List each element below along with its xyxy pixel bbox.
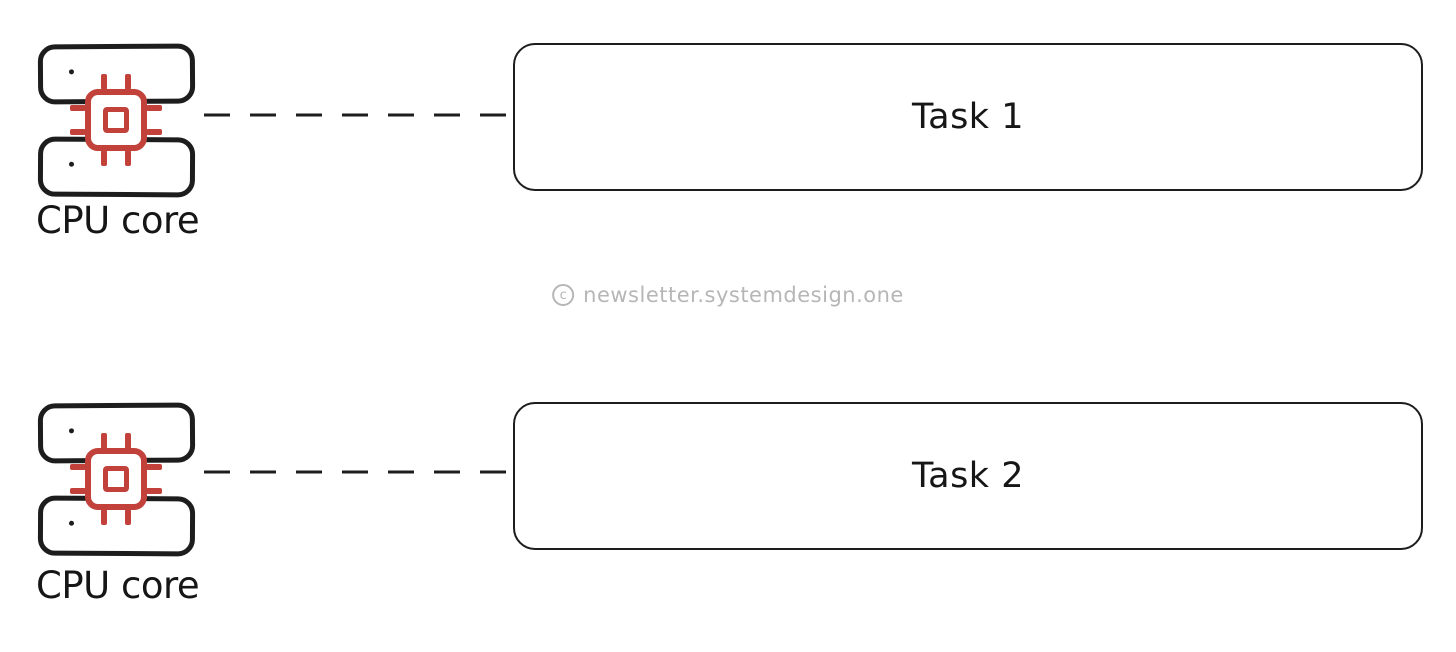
chip-pin: [146, 105, 162, 111]
dashed-connector-2: [204, 470, 513, 474]
chip-pin: [146, 129, 162, 135]
watermark: c newsletter.systemdesign.one: [552, 283, 904, 307]
cpu-core-label-1: CPU core: [36, 199, 200, 242]
task-label-2: Task 2: [912, 456, 1024, 496]
chip-pin: [101, 509, 107, 525]
task-box-2: Task 2: [513, 402, 1423, 550]
chip-pin: [125, 509, 131, 525]
chip-pin: [70, 105, 86, 111]
chip-pin: [70, 464, 86, 470]
dashed-connector-1: [204, 113, 513, 117]
chip-pin: [101, 74, 107, 90]
chip-pin: [125, 433, 131, 449]
chip-inner-square: [103, 466, 129, 492]
cpu-core-label-2: CPU core: [36, 564, 200, 607]
chip-icon: [70, 433, 162, 525]
chip-pin: [70, 488, 86, 494]
watermark-text: newsletter.systemdesign.one: [583, 283, 904, 307]
task-label-1: Task 1: [912, 97, 1024, 137]
cpu-core-icon-1: [37, 43, 196, 198]
cpu-core-icon-2: [37, 402, 196, 557]
chip-pin: [101, 150, 107, 166]
chip-inner-square: [103, 107, 129, 133]
chip-body: [85, 89, 147, 151]
chip-icon: [70, 74, 162, 166]
task-box-1: Task 1: [513, 43, 1423, 191]
chip-pin: [146, 488, 162, 494]
chip-pin: [125, 74, 131, 90]
chip-pin: [70, 129, 86, 135]
chip-pin: [125, 150, 131, 166]
chip-pin: [146, 464, 162, 470]
copyright-icon: c: [552, 284, 575, 306]
chip-pin: [101, 433, 107, 449]
